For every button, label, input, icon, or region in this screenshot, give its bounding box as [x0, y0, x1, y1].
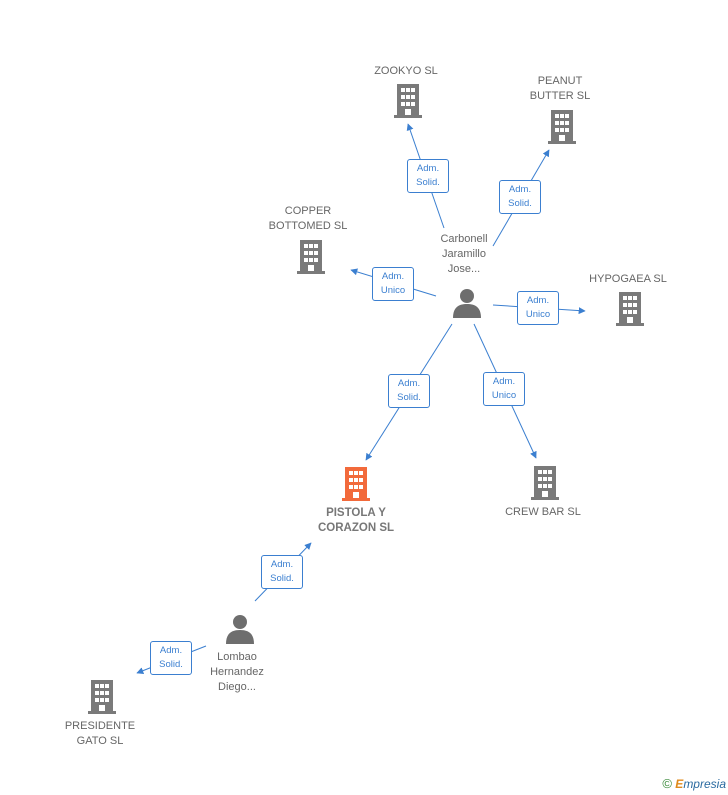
empresia-logo: © Empresia — [662, 776, 726, 791]
lombao-label[interactable]: Lombao Hernandez Diego... — [210, 651, 264, 693]
carbonell-person-icon[interactable] — [453, 289, 481, 318]
relation-badge-lombao-pistola: Adm. Solid. — [261, 555, 303, 589]
zookyo-building-icon[interactable] — [394, 84, 422, 118]
relation-badge-pistola: Adm. Solid. — [388, 374, 430, 408]
presidente-label[interactable]: PRESIDENTE GATO SL — [64, 720, 136, 747]
relation-badge-hypogaea: Adm. Unico — [517, 291, 559, 325]
relation-badge-crewbar: Adm. Unico — [483, 372, 525, 406]
hypogaea-label[interactable]: HYPOGAEA SL — [589, 273, 667, 285]
zookyo-label[interactable]: ZOOKYO SL — [374, 65, 438, 77]
relation-badge-peanut: Adm. Solid. — [499, 180, 541, 214]
lombao-person-icon[interactable] — [226, 615, 254, 644]
copper-label[interactable]: COPPER BOTTOMED SL — [268, 205, 348, 232]
hypogaea-building-icon[interactable] — [616, 292, 644, 326]
peanut-building-icon[interactable] — [548, 110, 576, 144]
pistola-label[interactable]: PISTOLA Y CORAZON SL — [317, 507, 395, 534]
carbonell-label[interactable]: Carbonell Jaramillo Jose... — [440, 233, 488, 275]
relation-badge-zookyo: Adm. Solid. — [407, 159, 449, 193]
pistola-building-icon[interactable] — [342, 467, 370, 501]
crewbar-building-icon[interactable] — [531, 466, 559, 500]
relation-badge-copper: Adm. Unico — [372, 267, 414, 301]
copper-building-icon[interactable] — [297, 240, 325, 274]
brand-e: E — [675, 777, 684, 791]
presidente-building-icon[interactable] — [88, 680, 116, 714]
crewbar-label[interactable]: CREW BAR SL — [505, 506, 581, 518]
copyright-icon: © — [662, 776, 672, 791]
relation-badge-presidente: Adm. Solid. — [150, 641, 192, 675]
peanut-label[interactable]: PEANUT BUTTER SL — [529, 75, 591, 102]
brand-name: mpresia — [683, 777, 726, 791]
